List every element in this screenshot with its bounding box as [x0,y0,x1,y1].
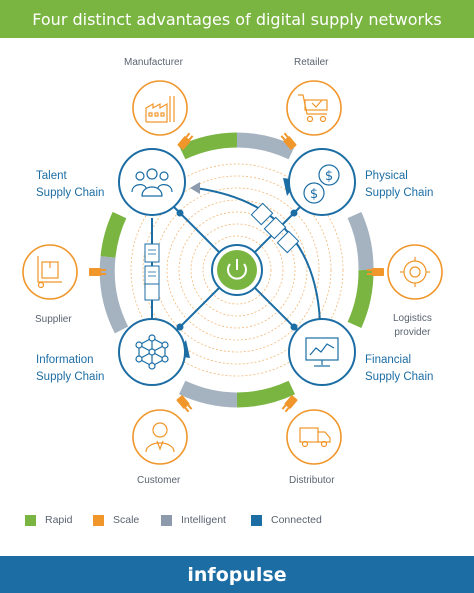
logistics-label-line1: Logistics [393,313,432,324]
talent-chain-node [118,148,186,216]
arrow-head [190,182,200,194]
information-chain-line2: Supply Chain [36,371,105,383]
legend: Rapid Scale Intelligent Connected [25,514,455,530]
customer-label: Customer [137,475,181,486]
physical-chain-line1: Physical [365,170,408,182]
talent-chain-line2: Supply Chain [36,187,105,199]
plug-icons [89,132,384,413]
financial-chain-line1: Financial [365,354,412,366]
information-chain-node [118,318,186,386]
legend-label-connected: Connected [271,514,322,526]
legend-item-connected: Connected [251,514,322,526]
talent-chain-label: Talent Supply Chain [36,168,104,202]
outer-ring [99,132,374,408]
physical-chain-line2: Supply Chain [365,187,434,199]
financial-chain-line2: Supply Chain [365,371,434,383]
legend-swatch-scale [93,514,104,526]
information-chain-line1: Information [36,354,94,366]
customer-person-icon [145,422,175,453]
legend-item-rapid: Rapid [25,514,72,526]
supplier-label: Supplier [35,314,72,325]
legend-swatch-rapid [25,514,36,526]
brand-footer: infopulse [0,556,474,593]
power-icon [211,244,263,296]
junction-dots [176,209,298,331]
logistics-label-line2: provider [394,327,431,338]
financial-chain-node [288,318,356,386]
document-icon [144,202,300,301]
svg-text:$: $ [310,187,318,202]
talent-chain-line1: Talent [36,170,67,182]
legend-swatch-intelligent [161,514,172,526]
logistics-gear-icon [400,257,430,287]
manufacturer-label: Manufacturer [124,57,183,68]
information-chain-label: Information Supply Chain [36,352,104,386]
logistics-label: Logistics provider [393,312,432,340]
svg-text:$: $ [325,169,333,184]
legend-label-intelligent: Intelligent [181,514,226,526]
page-title: Four distinct advantages of digital supp… [0,0,474,38]
legend-label-scale: Scale [113,514,140,526]
legend-label-rapid: Rapid [45,514,73,526]
truck-icon [299,427,331,448]
physical-chain-label: Physical Supply Chain [365,168,433,202]
distributor-label: Distributor [289,475,335,486]
legend-swatch-connected [251,514,262,526]
supplier-box-icon [37,256,62,289]
cart-icon [298,94,328,123]
financial-chain-label: Financial Supply Chain [365,352,433,386]
physical-chain-node: $ $ [288,148,356,216]
legend-item-intelligent: Intelligent [161,514,226,526]
retailer-label: Retailer [294,57,329,68]
factory-icon [145,96,175,123]
legend-item-scale: Scale [93,514,139,526]
